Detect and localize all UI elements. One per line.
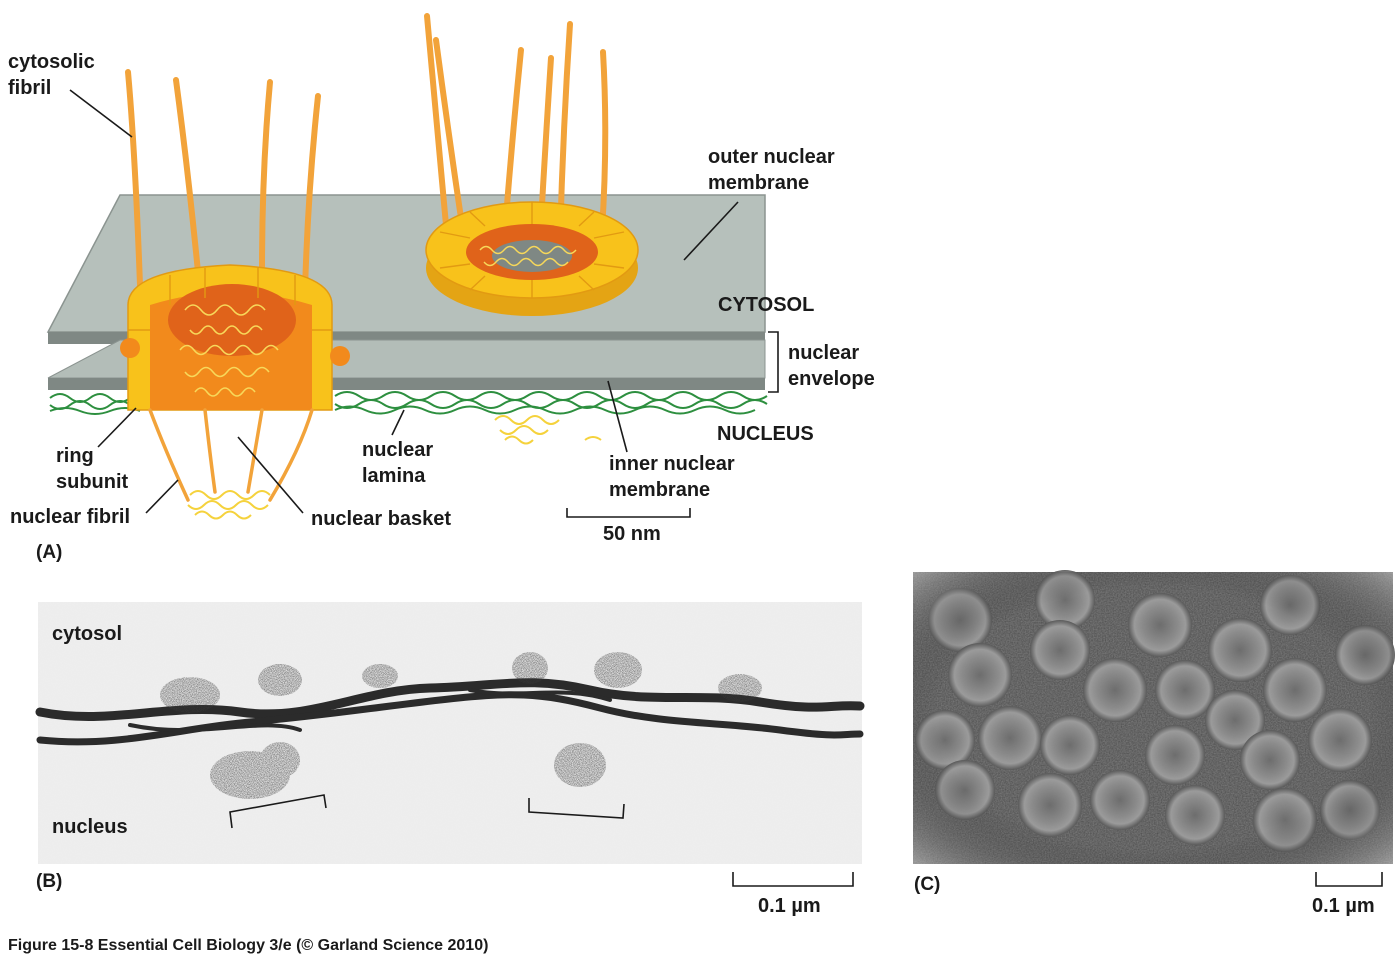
- cytosolic-fibrils-left: [125, 69, 321, 293]
- panel-c-micrograph: (C) 0.1 µm: [913, 570, 1395, 917]
- label-scale-50nm: 50 nm: [603, 523, 661, 545]
- leader-inner-membrane: [607, 380, 628, 453]
- label-nucleus-caps: NUCLEUS: [717, 423, 814, 445]
- panel-a-tag: (A): [36, 542, 62, 563]
- panel-a-diagram: cytosolic fibril outer nuclear membrane …: [8, 13, 875, 563]
- label-cytosolic-fibril-2: fibril: [8, 77, 51, 99]
- panel-b-cytosol-label: cytosol: [52, 623, 122, 645]
- label-cytosolic-fibril-1: cytosolic: [8, 51, 95, 73]
- leader-nuclear-fibril: [145, 479, 179, 514]
- label-nuclear-basket: nuclear basket: [311, 508, 451, 530]
- panel-c-tag: (C): [914, 874, 940, 895]
- label-envelope-1: nuclear: [788, 342, 859, 364]
- panel-c-scale-bar: [1315, 872, 1383, 887]
- label-outer-membrane-2: membrane: [708, 172, 809, 194]
- label-cytosol: CYTOSOL: [718, 294, 814, 316]
- leader-outer-membrane: [683, 201, 739, 261]
- leader-ring-subunit: [97, 407, 137, 448]
- panel-b-pore-material: [160, 652, 762, 799]
- nuclear-envelope-bracket: [768, 331, 779, 393]
- figure-caption: Figure 15-8 Essential Cell Biology 3/e (…: [8, 937, 488, 954]
- label-nuclear-lamina-1: nuclear: [362, 439, 433, 461]
- leader-nuclear-basket: [237, 436, 304, 514]
- label-outer-membrane-1: outer nuclear: [708, 146, 835, 168]
- panel-b-scale-label: 0.1 µm: [758, 895, 821, 917]
- panel-b-pore-bracket-left: [229, 794, 327, 829]
- panel-b-micrograph: cytosol nucleus (B) 0.1 µm: [35, 602, 865, 917]
- label-envelope-2: envelope: [788, 368, 875, 390]
- panel-b-nucleus-label: nucleus: [52, 816, 128, 838]
- panel-c-scale-label: 0.1 µm: [1312, 895, 1375, 917]
- nuclear-lamina: [49, 391, 768, 415]
- scale-bar-50nm: [566, 508, 691, 518]
- panel-b-tag: (B): [36, 871, 62, 892]
- pore-complex-right: [425, 201, 639, 445]
- panel-b-pore-bracket-right: [528, 798, 625, 819]
- label-inner-membrane-2: membrane: [609, 479, 710, 501]
- leader-cytosolic-fibril: [69, 89, 133, 138]
- label-nuclear-lamina-2: lamina: [362, 465, 426, 487]
- leader-nuclear-lamina: [391, 409, 405, 436]
- panel-b-scale-bar: [732, 872, 854, 887]
- pore-complex-left: [120, 264, 350, 520]
- label-ring-subunit-1: ring: [56, 445, 94, 467]
- label-inner-membrane-1: inner nuclear: [609, 453, 735, 475]
- label-nuclear-fibril: nuclear fibril: [10, 506, 130, 528]
- label-ring-subunit-2: subunit: [56, 471, 129, 493]
